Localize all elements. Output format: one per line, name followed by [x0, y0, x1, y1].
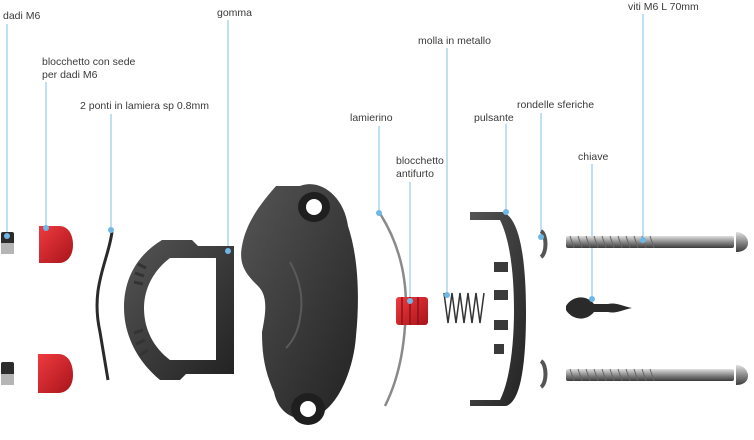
- label-pulsante: pulsante: [474, 112, 514, 124]
- washer-bottom: [539, 359, 548, 389]
- nut-top: [1, 232, 14, 254]
- bolt-top: [566, 232, 749, 252]
- push-button-part: [470, 212, 526, 406]
- thin-plate: [377, 211, 408, 407]
- dot-pulsante: [503, 209, 509, 215]
- clamp-body: [241, 184, 358, 425]
- red-block-top: [39, 226, 73, 263]
- label-antifurto-line2: antifurto: [396, 168, 434, 180]
- red-block-bottom: [38, 354, 73, 393]
- dot-lamierino: [376, 210, 382, 216]
- label-dadi: dadi M6: [3, 10, 41, 22]
- nut-bottom: [1, 362, 14, 385]
- dot-viti: [640, 237, 646, 243]
- label-ponti: 2 ponti in lamiera sp 0.8mm: [80, 100, 209, 112]
- bolt-bottom: [566, 365, 749, 385]
- label-rondelle: rondelle sferiche: [517, 99, 595, 111]
- label-viti: viti M6 L 70mm: [628, 1, 699, 13]
- metal-bridge: [95, 231, 114, 381]
- dot-gomma: [225, 248, 231, 254]
- label-molla: molla in metallo: [418, 35, 491, 47]
- dot-dadi: [4, 233, 10, 239]
- label-gomma: gomma: [217, 7, 253, 19]
- rubber-ring: [124, 240, 234, 380]
- dot-molla: [444, 292, 450, 298]
- label-lamierino: lamierino: [350, 112, 393, 124]
- dot-antifurto: [407, 298, 413, 304]
- label-antifurto-line1: blocchetto: [396, 155, 444, 167]
- dot-rondelle: [538, 234, 544, 240]
- washer-top: [539, 229, 548, 259]
- label-chiave: chiave: [578, 151, 609, 163]
- label-blocchetto-sede-line1: blocchetto con sede: [42, 56, 136, 68]
- key-part: [566, 297, 632, 319]
- dot-chiave: [589, 296, 595, 302]
- label-blocchetto-sede-line2: per dadi M6: [42, 69, 98, 81]
- dot-ponti: [108, 227, 114, 233]
- spring: [443, 292, 485, 324]
- leader-dots: [4, 209, 646, 304]
- leader-lines: [6, 14, 644, 301]
- dot-blocchetto-sede: [43, 225, 49, 231]
